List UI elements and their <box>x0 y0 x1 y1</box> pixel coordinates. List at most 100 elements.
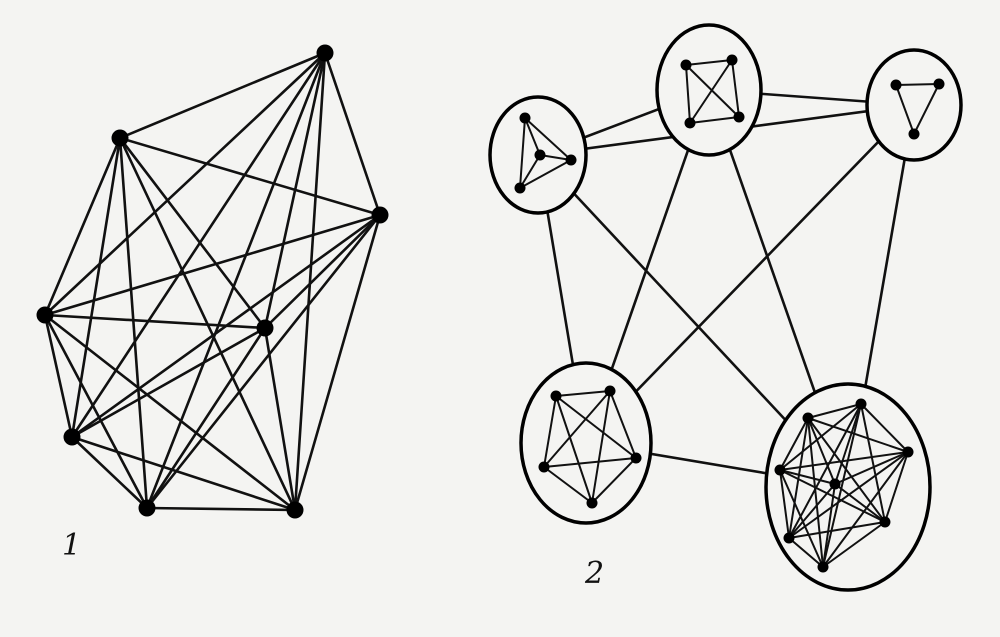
cluster-tetra-left <box>488 95 588 215</box>
cluster-edge <box>822 451 909 568</box>
cluster-edge <box>543 395 557 468</box>
cluster-node <box>817 561 829 573</box>
cluster-node <box>774 464 786 476</box>
cluster-link <box>584 103 916 445</box>
cluster-edge <box>524 117 572 161</box>
cluster-edge <box>555 390 611 397</box>
cluster-edge <box>519 154 541 189</box>
cluster-edge <box>555 395 593 504</box>
graph-node <box>36 306 54 324</box>
cluster-node <box>902 446 914 458</box>
graph-node <box>138 499 156 517</box>
edge <box>293 51 327 512</box>
cluster-edge <box>807 417 824 568</box>
graph-node <box>286 501 304 519</box>
edge <box>263 326 297 512</box>
cluster-edge <box>524 117 541 156</box>
cluster-edge <box>834 403 862 485</box>
cluster-node <box>680 59 692 71</box>
cluster-node <box>829 478 841 490</box>
cluster-edge <box>779 451 909 471</box>
cluster-edge <box>834 451 909 485</box>
cluster-node <box>855 398 867 410</box>
edge <box>263 213 382 330</box>
cluster-edge <box>685 64 691 124</box>
cluster-edge <box>685 59 733 66</box>
edge <box>70 51 327 439</box>
cluster-edge <box>591 390 611 504</box>
cluster-node <box>534 149 546 161</box>
cluster-node <box>550 390 562 402</box>
graph-node <box>111 129 129 147</box>
edge <box>43 313 74 439</box>
edge <box>118 136 267 330</box>
edge <box>118 136 382 217</box>
cluster-large-bottom-right <box>764 382 932 592</box>
edge <box>323 51 382 217</box>
cluster-edge <box>779 469 836 485</box>
edge <box>43 51 327 317</box>
graph-node <box>316 44 334 62</box>
cluster-node <box>538 461 550 473</box>
cluster-edge <box>543 457 637 468</box>
cluster-edge <box>689 59 733 124</box>
cluster-node <box>802 412 814 424</box>
edge <box>70 435 149 510</box>
cluster-edge <box>895 84 915 135</box>
cluster-edge <box>884 451 909 523</box>
cluster-triangle-right <box>865 48 963 162</box>
cluster-edge <box>788 483 836 539</box>
cluster-node <box>519 112 531 124</box>
cluster-edge <box>834 483 886 523</box>
cluster-edge <box>860 403 909 453</box>
cluster-edge <box>543 390 611 468</box>
cluster-edge <box>788 417 809 539</box>
cluster-edge <box>609 390 637 459</box>
edge <box>43 213 382 317</box>
edge <box>145 506 297 512</box>
cluster-node <box>783 532 795 544</box>
cluster-edge <box>519 159 572 189</box>
cluster-edge <box>779 469 790 539</box>
cluster-edge <box>913 83 940 135</box>
edge <box>43 313 297 512</box>
cluster-edge <box>788 521 886 539</box>
cluster-edge <box>519 117 526 189</box>
edge <box>43 313 149 510</box>
edge <box>118 51 327 140</box>
edge <box>70 136 122 439</box>
cluster-node <box>879 516 891 528</box>
edge <box>43 136 122 317</box>
cluster-node <box>565 154 577 166</box>
cluster-edge <box>807 417 836 485</box>
edge <box>145 213 382 510</box>
cluster-edge <box>591 457 637 504</box>
cluster-edge <box>543 466 593 504</box>
cluster-edge <box>555 395 637 459</box>
clustered-graph-panel <box>488 23 963 592</box>
cluster-edge <box>779 403 862 471</box>
edge <box>145 326 267 510</box>
cluster-node <box>726 54 738 66</box>
cluster-node <box>604 385 616 397</box>
cluster-edge <box>788 537 824 568</box>
cluster-edge <box>807 417 909 453</box>
cluster-node <box>890 79 902 91</box>
cluster-boundary <box>764 382 932 592</box>
edge <box>145 51 327 510</box>
graph-node <box>256 319 274 337</box>
cluster-square-top <box>655 23 763 157</box>
graph-node <box>371 206 389 224</box>
cluster-node <box>514 182 526 194</box>
cluster-edge <box>779 417 809 471</box>
cluster-edge <box>822 483 836 568</box>
cluster-node <box>733 111 745 123</box>
complete-graph-panel <box>36 44 389 519</box>
edge <box>43 313 267 330</box>
cluster-edge <box>807 403 862 419</box>
cluster-node <box>586 497 598 509</box>
cluster-boundary <box>865 48 963 162</box>
cluster-edge <box>860 403 886 523</box>
cluster-edge <box>895 83 940 86</box>
cluster-node <box>933 78 945 90</box>
